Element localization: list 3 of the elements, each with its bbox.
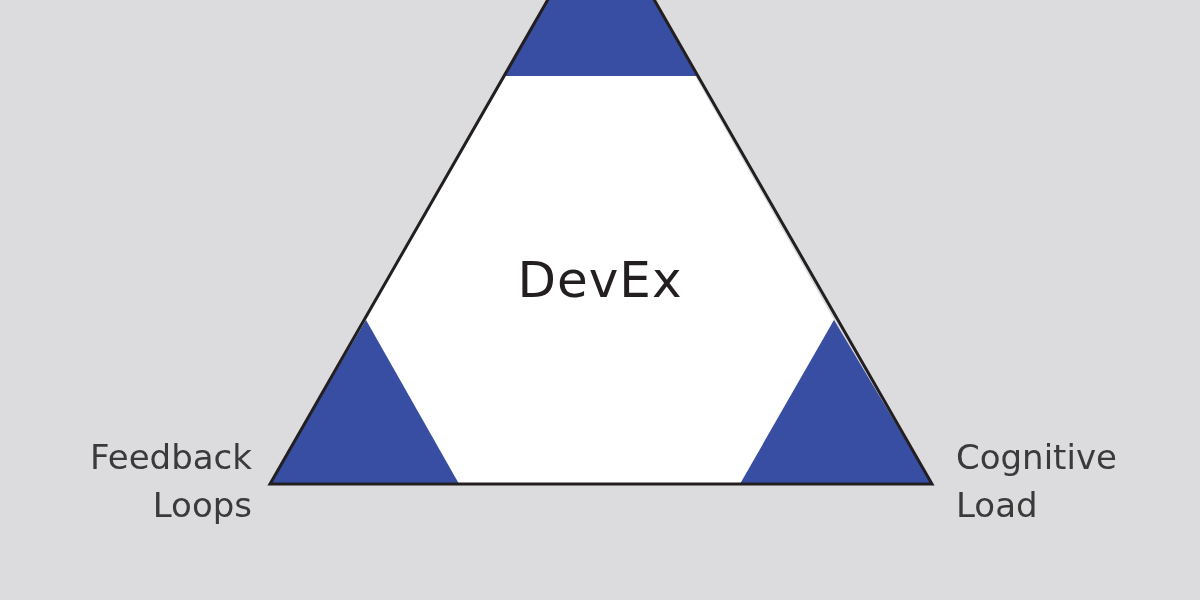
corner-label: Cognitive Load	[956, 436, 1118, 527]
center-title: DevEx	[516, 251, 684, 309]
corner-label: Feedback Loops	[89, 436, 252, 527]
